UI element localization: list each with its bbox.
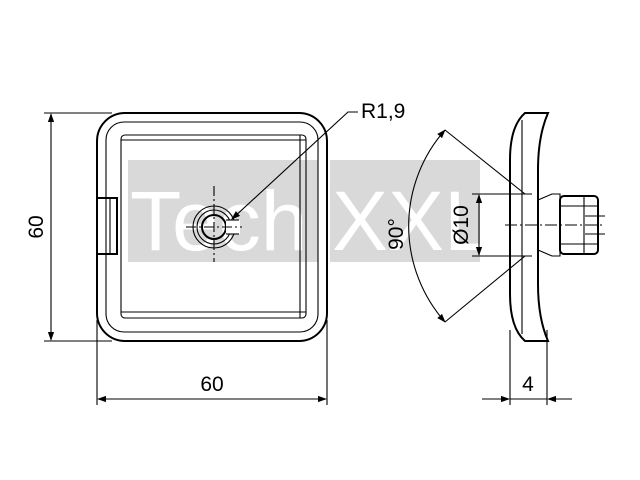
width-label: 60 [200, 373, 223, 396]
angle-dimension: 90° [385, 129, 526, 323]
diameter-label: Ø10 [450, 205, 473, 245]
watermark-text-left: Tech [130, 174, 307, 268]
side-view [505, 112, 605, 342]
side-tab [96, 197, 118, 255]
angle-leg-bottom [444, 255, 526, 323]
height-label: 60 [25, 215, 48, 238]
plate-recess [120, 134, 307, 319]
height-dimension: 60 [25, 112, 112, 342]
angle-label: 90° [385, 218, 408, 250]
diameter-dimension: Ø10 [450, 193, 532, 257]
bore-slot [226, 220, 240, 234]
radius-leader-line [231, 111, 358, 220]
front-view [96, 112, 328, 342]
thickness-label: 4 [522, 373, 534, 396]
radius-label: R1,9 [361, 100, 405, 123]
thickness-dimension: 4 [482, 330, 572, 405]
angle-leg-top [444, 129, 526, 195]
radius-dimension: R1,9 [231, 100, 405, 220]
angle-arc [408, 129, 446, 323]
plate-inner-outline [105, 121, 319, 333]
watermark-box-right [330, 160, 480, 262]
width-dimension: 60 [96, 320, 328, 405]
watermark: Tech XXL [128, 160, 491, 268]
plate-side-profile [509, 112, 550, 342]
center-bore [186, 186, 242, 262]
watermark-box-left [128, 160, 318, 262]
